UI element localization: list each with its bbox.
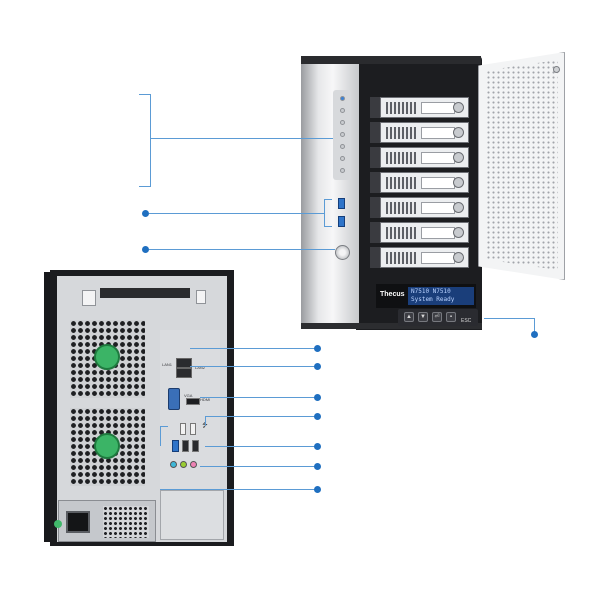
door-perforation — [486, 60, 558, 270]
callout-line — [205, 416, 315, 417]
bay-rail — [370, 97, 380, 118]
audio-mic-jack[interactable] — [190, 461, 197, 468]
audio-line-out-jack[interactable] — [180, 461, 187, 468]
callout-line — [149, 213, 324, 214]
lcd-down-button[interactable]: ▼ — [418, 312, 428, 322]
lcd-enter-button[interactable]: ⏎ — [432, 312, 442, 322]
callout-bracket — [160, 426, 168, 427]
callout-line — [150, 138, 333, 139]
drive-bay[interactable] — [380, 122, 469, 143]
callout-dot — [314, 394, 321, 401]
drive-bay[interactable] — [380, 97, 469, 118]
callout-dot — [142, 246, 149, 253]
rear-usb-port[interactable] — [180, 423, 186, 435]
power-button-icon[interactable] — [335, 245, 350, 260]
drive-bay[interactable] — [380, 247, 469, 268]
callout-dot — [314, 443, 321, 450]
callout-dot — [531, 331, 538, 338]
front-usb-port[interactable] — [338, 198, 345, 209]
callout-dot — [314, 413, 321, 420]
led-status-icon — [340, 144, 345, 149]
bay-rail — [370, 222, 380, 243]
fan-icon — [94, 344, 120, 370]
lcd-line-2: System Ready — [411, 296, 455, 303]
rear-tab — [82, 290, 96, 306]
esc-label: ESC — [461, 318, 472, 324]
power-led-icon — [340, 96, 345, 101]
rear-usb3-port[interactable] — [172, 440, 179, 452]
drive-bay[interactable] — [380, 172, 469, 193]
power-socket[interactable] — [66, 511, 90, 533]
callout-dot — [314, 463, 321, 470]
led-status-icon — [340, 108, 345, 113]
hdmi-port[interactable] — [186, 398, 200, 405]
lan1-label: LAN1 — [162, 362, 173, 367]
rear-usb-port[interactable] — [192, 440, 199, 452]
callout-line — [534, 318, 535, 332]
vga-label: VGA — [184, 393, 193, 398]
lcd-up-button[interactable]: ▲ — [404, 312, 414, 322]
callout-line — [200, 466, 315, 467]
callout-bracket — [160, 426, 161, 446]
callout-bracket — [139, 94, 151, 95]
led-status-icon — [340, 168, 345, 173]
chassis-top — [301, 56, 481, 64]
io-panel — [160, 330, 220, 500]
callout-line — [190, 366, 315, 367]
callout-bracket — [324, 199, 332, 200]
callout-bracket — [324, 226, 332, 227]
callout-dot — [314, 345, 321, 352]
lan1-port[interactable] — [176, 358, 192, 368]
rear-cover-plate — [160, 490, 224, 540]
lcd-line-1: N7510 N7510 — [411, 288, 451, 295]
chassis-bottom — [301, 323, 482, 329]
bay-rail — [370, 147, 380, 168]
callout-bracket — [150, 94, 151, 187]
drive-bay[interactable] — [380, 222, 469, 243]
front-usb-port[interactable] — [338, 216, 345, 227]
bay-rail — [370, 122, 380, 143]
led-status-icon — [340, 132, 345, 137]
rear-expansion-slot — [100, 288, 190, 298]
usb-icon: ⭍ — [202, 421, 208, 432]
psu-vent — [103, 506, 149, 538]
bay-rail — [370, 197, 380, 218]
rear-usb-port[interactable] — [190, 423, 196, 435]
callout-dot — [314, 486, 321, 493]
lcd-display: N7510 N7510 System Ready — [408, 287, 474, 305]
callout-line — [149, 249, 335, 250]
lcd-esc-button[interactable]: ▪ — [446, 312, 456, 322]
led-status-icon — [340, 156, 345, 161]
audio-line-in-jack[interactable] — [170, 461, 177, 468]
callout-line — [160, 489, 315, 490]
callout-bracket — [205, 416, 206, 426]
ground-screw-icon — [54, 520, 62, 528]
drive-bay[interactable] — [380, 197, 469, 218]
fan-icon — [94, 433, 120, 459]
callout-bracket — [139, 186, 151, 187]
callout-line — [205, 446, 315, 447]
callout-line — [200, 397, 315, 398]
drive-bay[interactable] — [380, 147, 469, 168]
hdmi-label: HDMI — [200, 397, 211, 402]
bay-rail — [370, 172, 380, 193]
lan2-port[interactable] — [176, 368, 192, 378]
callout-bracket — [324, 199, 325, 227]
brand-logo: Thecus — [380, 291, 405, 298]
callout-line — [484, 318, 534, 319]
rear-tab — [196, 290, 206, 304]
door-latch-icon — [553, 66, 560, 73]
callout-dot — [314, 363, 321, 370]
callout-dot — [142, 210, 149, 217]
bay-rail — [370, 247, 380, 268]
rear-usb-port[interactable] — [182, 440, 189, 452]
callout-line — [190, 348, 315, 349]
led-status-icon — [340, 120, 345, 125]
lan2-label: LAN2 — [195, 365, 206, 370]
vga-port[interactable] — [168, 388, 180, 410]
